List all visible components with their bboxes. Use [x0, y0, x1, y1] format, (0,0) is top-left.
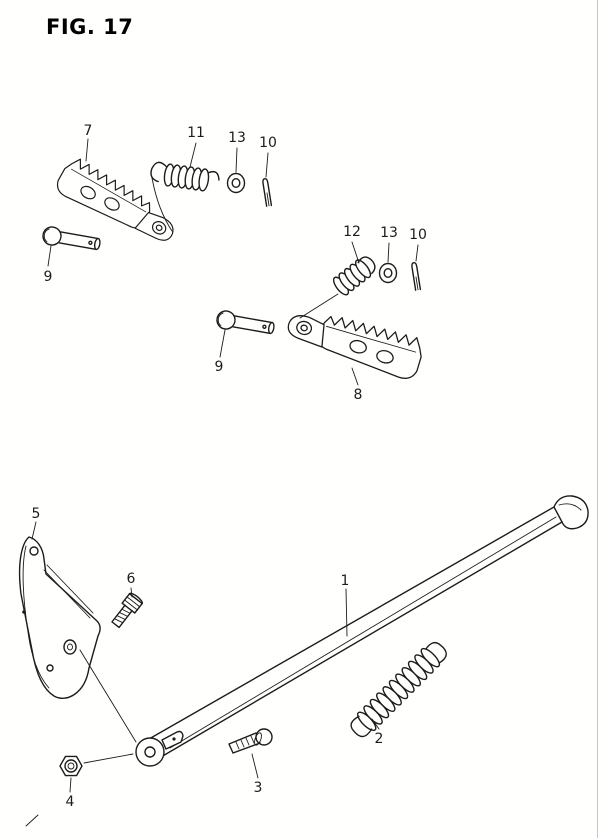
pivot-nut-4-drawing [59, 753, 134, 777]
cotter-pin-10-front-drawing [261, 177, 273, 207]
part-label-10-rear: 10 [409, 227, 427, 243]
part-label-5: 5 [32, 506, 41, 522]
part-label-3: 3 [254, 780, 263, 796]
part-label-6: 6 [127, 571, 136, 587]
part-label-12: 12 [343, 224, 361, 240]
part-label-9-front: 9 [44, 269, 53, 285]
part-label-13-rear: 13 [380, 225, 398, 241]
leader-lines [31, 138, 419, 793]
part-label-8: 8 [354, 387, 363, 403]
part-label-2: 2 [375, 731, 384, 747]
footrest-7-drawing [52, 154, 182, 255]
stand-bracket-5-drawing [18, 536, 137, 743]
part-label-13-front: 13 [228, 130, 246, 146]
figure-title: FIG. 17 [46, 15, 133, 39]
cotter-pin-10-rear-drawing [410, 261, 422, 291]
part-label-11: 11 [187, 125, 205, 141]
spring-11-drawing [150, 161, 220, 232]
part-label-4: 4 [66, 794, 75, 810]
stand-spring-2-drawing [350, 641, 447, 738]
part-label-7: 7 [84, 123, 93, 139]
part-label-1: 1 [341, 573, 350, 589]
pivot-bolt-3-drawing [228, 728, 273, 754]
washer-13-rear-drawing [378, 262, 398, 284]
washer-13-front-drawing [226, 172, 246, 194]
footrest-8-drawing [282, 304, 427, 383]
side-stand-1-drawing [135, 495, 589, 767]
spring-12-drawing [299, 256, 376, 319]
part-label-9-rear: 9 [215, 359, 224, 375]
part-label-10-front: 10 [259, 135, 277, 151]
bracket-bolt-6-drawing [111, 592, 144, 629]
corner-tick [25, 814, 39, 827]
